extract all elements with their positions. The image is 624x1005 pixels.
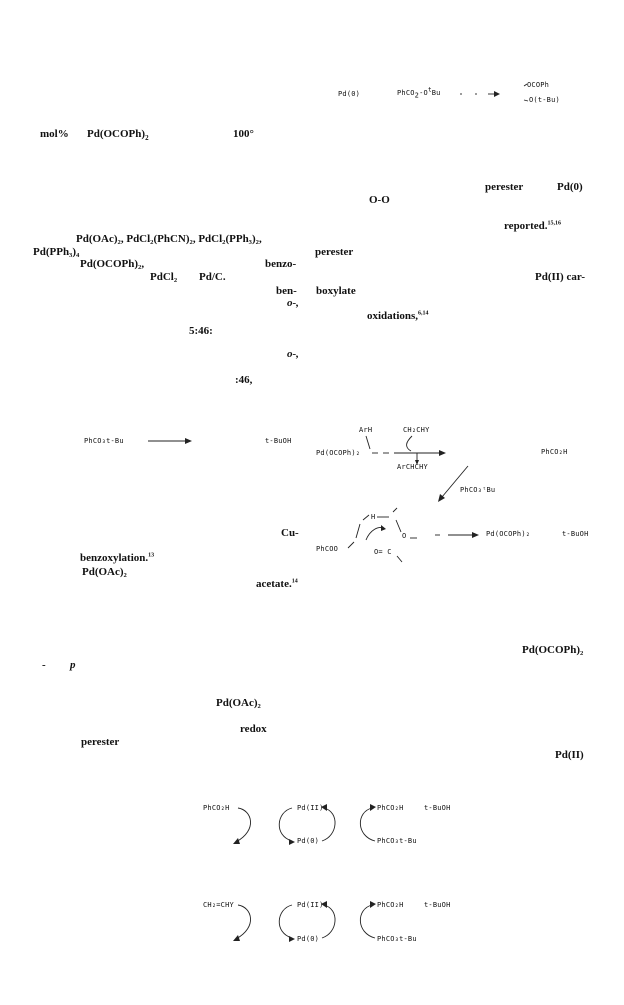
mid-ch2-curve [406, 435, 413, 452]
text-ratio-2: :46, [235, 374, 253, 386]
cycle1-right-arc [359, 807, 376, 842]
text-temp: 100° [233, 128, 254, 140]
scheme-product-ocoph: OCOPh [527, 81, 550, 89]
mid-arh: ArH [359, 426, 373, 434]
cycle1-right-bottom: PhCO₃t-Bu [377, 837, 417, 845]
text-perester-3: perester [81, 736, 120, 748]
mid-phcoo: PhCOO [316, 545, 339, 553]
text-benzo: benzo- [265, 258, 297, 270]
mid-pd-ocoph-right: Pd(OCOPh)₂ [486, 530, 531, 538]
text-pd-oac2: Pd(OAc)₂ [82, 566, 127, 578]
mid-ch2chy: CH₂CHY [403, 426, 430, 434]
ts-bond-4 [355, 523, 361, 539]
top-bond-ocoph [523, 83, 528, 87]
text-pd-ocoph-2: Pd(OCOPh)₂, [80, 258, 145, 270]
text-redox: redox [240, 723, 267, 735]
cycle2-left: CH₂=CHY [203, 901, 234, 909]
text-pd-c: Pd/C. [199, 271, 226, 283]
text-pd-pph3: Pd(PPh₃)₄ [33, 246, 80, 258]
text-o-2: o-, [287, 348, 299, 360]
cycle2-bottom: Pd(0) [297, 935, 320, 943]
text-pdcl2: PdCl₂ [150, 271, 178, 283]
text-pd2-car: Pd(II) car- [535, 271, 585, 283]
text-o-1: o-, [287, 297, 299, 309]
text-cu: Cu- [281, 527, 299, 539]
ts-bond-5 [347, 541, 355, 549]
text-ratio-1: 5:46: [189, 325, 213, 337]
text-catalysts: Pd(OAc)₂, PdCl₂(PhCN)₂, PdCl₂(PPh₃)₂, [76, 233, 262, 245]
cycle1-right-top: PhCO₂H [377, 804, 404, 812]
top-arrow-head [494, 91, 500, 97]
cycle2-left-head [233, 935, 240, 941]
mid-phco2h: PhCO₂H [541, 448, 568, 456]
scheme-perester: PhCO2-OtBu [397, 86, 441, 100]
text-ben: ben- [276, 285, 297, 297]
text-pd-ocoph-3: Pd(OCOPh)₂ [522, 644, 584, 656]
cycle1-top: Pd(II) [297, 804, 324, 812]
text-benzoxylation: benzoxylation.13 [80, 552, 155, 564]
text-pd-ocoph-1: Pd(OCOPh)2 [87, 128, 149, 143]
mid-diag-line [441, 465, 469, 498]
mid-tbuoh-1: t-BuOH [265, 437, 292, 445]
text-reported: reported.15,16 [504, 220, 561, 232]
cycle2-right-top-2: t-BuOH [424, 901, 451, 909]
mid-archchy: ArCHCHY [397, 463, 428, 471]
mid-arrow-1-head [185, 438, 192, 444]
cycle1-mid-right-arc [321, 807, 336, 842]
mid-arrow-2-head [439, 450, 446, 456]
text-perester-1: perester [485, 181, 524, 193]
cycle1-mid-right-head [321, 804, 327, 811]
cycle1-bottom: Pd(0) [297, 837, 320, 845]
cycle2-mid-right-head [321, 901, 327, 908]
mid-tbuoh-2: t-BuOH [562, 530, 589, 538]
text-oxidations: oxidations,6,14 [367, 310, 429, 322]
text-dash-p: - [42, 659, 46, 671]
mid-pd-ocoph: Pd(OCOPh)₂ [316, 449, 361, 457]
top-bond-otbu [523, 99, 529, 102]
cycle2-mid-right-arc [321, 904, 336, 939]
mid-perester-left: PhCO₃t-Bu [84, 437, 124, 445]
cycle2-mid-left-head [289, 936, 295, 942]
text-acetate: acetate.14 [256, 578, 298, 590]
cycle2-right-bottom: PhCO₃t-Bu [377, 935, 417, 943]
mid-h: H [371, 513, 376, 521]
mid-diag-head [438, 494, 445, 502]
cycle2-right-head [370, 901, 376, 908]
cycle1-left-head [233, 838, 240, 844]
mid-o-eq-c: O= C [374, 548, 392, 556]
scheme-product-otbu: O(t-Bu) [529, 96, 560, 104]
text-pd0-ref: Pd(0) [557, 181, 583, 193]
ts-bond-1 [362, 514, 370, 521]
ts-arrow-head [472, 532, 479, 538]
cycle1-mid-left-head [289, 839, 295, 845]
scheme-pd0: Pd(0) [338, 90, 361, 98]
text-pd2-end: Pd(II) [555, 749, 584, 761]
cycle1-left: PhCO₂H [203, 804, 230, 812]
ts-bond-7 [396, 555, 403, 563]
cycle1-left-arc [235, 807, 251, 843]
mid-perester-right: PhCO₃ᵗBu [460, 486, 496, 494]
cycle2-mid-left-arc [278, 904, 293, 939]
mid-o-ring: O [402, 532, 407, 540]
cycle2-right-top: PhCO₂H [377, 901, 404, 909]
mid-archchy-head [415, 460, 419, 465]
ts-bond-2 [392, 507, 398, 513]
text-boxylate: boxylate [316, 285, 356, 297]
ts-bond-3 [395, 519, 402, 533]
cycle1-right-top-2: t-BuOH [424, 804, 451, 812]
text-oo: O-O [369, 194, 390, 206]
cycle1-mid-left-arc [278, 807, 293, 842]
cycle2-right-arc [359, 904, 376, 939]
cycle2-top: Pd(II) [297, 901, 324, 909]
cycle2-left-arc [235, 904, 251, 940]
mid-arh-bond [365, 435, 371, 450]
ts-curve-head [381, 525, 386, 531]
text-pd-oac2-b: Pd(OAc)₂ [216, 697, 261, 709]
text-mol-pct: mol% [40, 128, 69, 140]
text-perester-2: perester [315, 246, 354, 258]
text-p: p [70, 659, 76, 671]
cycle1-right-head [370, 804, 376, 811]
